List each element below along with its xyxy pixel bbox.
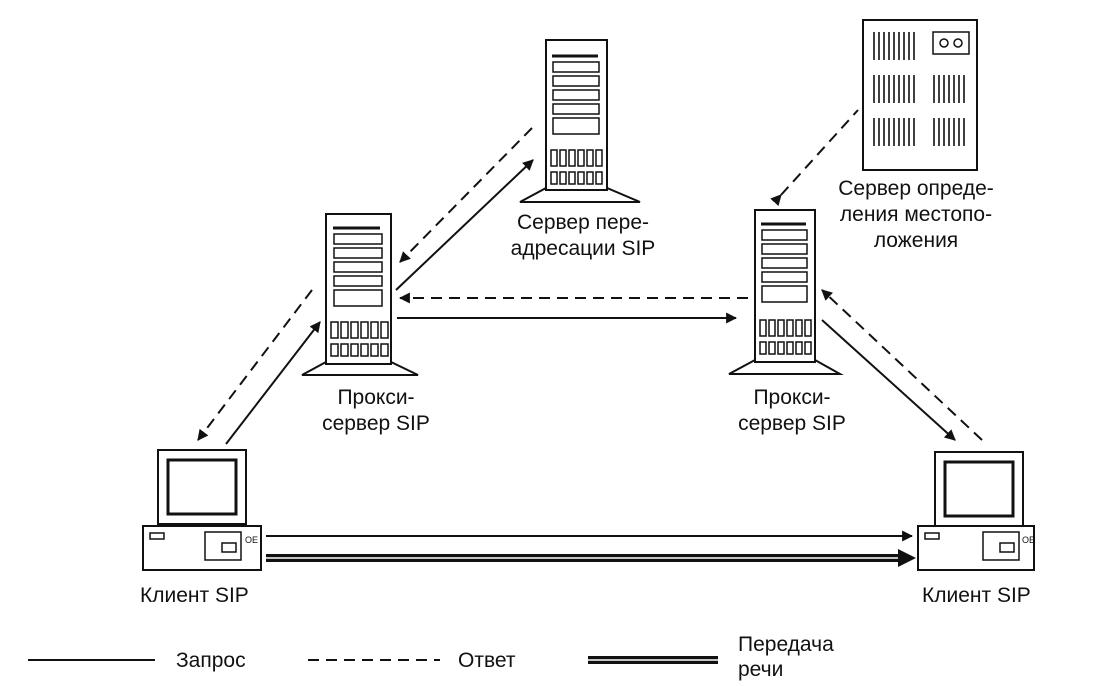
- response-arrow-proxy-left-to-client-left: [197, 289, 313, 441]
- request-arrow-proxy-right-to-location: [770, 109, 859, 207]
- proxy-server-right-icon: [728, 209, 844, 375]
- legend-voice-label: Передача речи: [738, 633, 834, 681]
- redirect-server-icon: [519, 39, 641, 203]
- request-arrow-client-left-to-proxy-left: [225, 321, 321, 445]
- client-left-label: Клиент SIP: [140, 584, 249, 607]
- client-right-label: Клиент SIP: [922, 584, 1031, 607]
- location-server-label: Сервер опреде- ления местопо- ложения: [838, 177, 994, 252]
- response-arrow-client-right-to-proxy-right: [821, 289, 983, 441]
- svg-text:OE: OE: [1022, 535, 1035, 545]
- proxy-server-left-label: Прокси- сервер SIP: [322, 386, 430, 435]
- legend-request-label: Запрос: [176, 649, 246, 672]
- request-arrow-proxy-left-to-redirect: [395, 159, 534, 291]
- location-server-icon: [862, 19, 978, 171]
- response-arrow-redirect-to-proxy-left: [399, 127, 533, 263]
- client-right-computer-icon: OE: [917, 451, 1035, 571]
- client-left-computer-icon: OE: [142, 449, 262, 571]
- proxy-server-left-icon: [301, 213, 419, 376]
- proxy-server-right-label: Прокси- сервер SIP: [738, 386, 846, 435]
- svg-text:OE: OE: [245, 535, 258, 545]
- redirect-server-label: Сервер пере- адресации SIP: [510, 211, 656, 260]
- legend-response-label: Ответ: [458, 649, 516, 672]
- request-arrow-proxy-right-to-client-right: [821, 319, 956, 441]
- voice-transfer-line: [266, 549, 916, 567]
